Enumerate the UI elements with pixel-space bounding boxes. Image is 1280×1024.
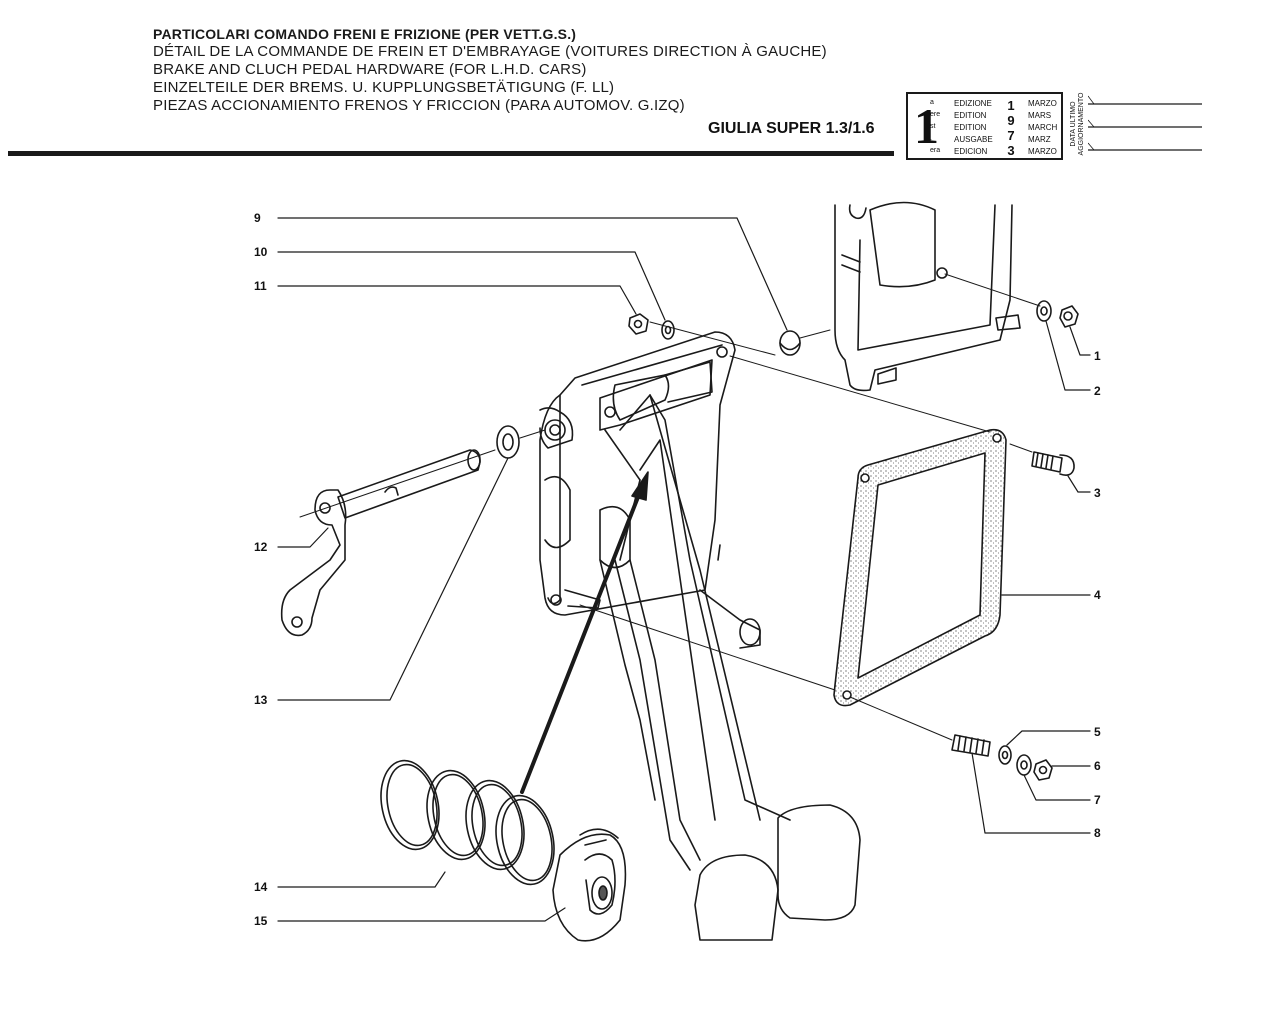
callout-12: 12 [254,540,268,554]
callout-14: 14 [254,880,268,894]
edition-suffix: ere [930,111,941,118]
nut-1 [1059,305,1079,328]
edition-month: MARCH [1028,123,1058,132]
edition-year: 1 9 7 3 [1004,98,1018,158]
edition-box: 1 a ere st . era EDIZIONE EDITION EDITIO… [906,92,1063,160]
edition-suffix: a [930,99,934,106]
callout-2: 2 [1094,384,1101,398]
springs-14 [380,759,555,886]
pedal-arms [599,394,791,871]
edition-suffix: era [930,147,941,154]
callout-7: 7 [1094,793,1101,807]
title-german: EINZELTEILE DER BREMS. U. KUPPLUNGSBETÄT… [153,79,615,96]
leader-lines [277,217,1091,922]
edition-month: MARS [1028,111,1052,120]
edition-month: MARZ [1028,135,1051,144]
firewall-bracket [834,201,1021,392]
header-rule [8,151,894,156]
edition-label: AUSGABE [954,135,993,144]
stud-top [877,367,897,385]
callout-6: 6 [1094,759,1101,773]
year-digit: 9 [1007,113,1015,128]
callout-5: 5 [1094,725,1101,739]
washer-13 [496,425,520,459]
title-spanish: PIEZAS ACCIONAMIENTO FRENOS Y FRICCION (… [153,97,685,114]
edition-label: EDICION [954,147,988,156]
edition-label: EDITION [954,111,987,120]
header-titles: PARTICOLARI COMANDO FRENI E FRIZIONE (PE… [153,25,827,115]
callout-4: 4 [1094,588,1101,602]
title-italian: PARTICOLARI COMANDO FRENI E FRIZIONE (PE… [153,26,577,42]
stud-8 [951,734,991,757]
shaft-lever-12 [280,449,481,637]
gasket-plate [833,428,1007,707]
edition-label: EDIZIONE [954,99,992,108]
assembly-lines [299,273,1041,741]
year-digit: 7 [1007,128,1015,143]
edition-number: 1 [914,98,939,154]
callout-10: 10 [254,245,268,259]
washer-7 [1016,754,1032,776]
edition-label: EDITION [954,123,987,132]
title-english: BRAKE AND CLUCH PEDAL HARDWARE (FOR L.H.… [153,61,587,78]
nut-6 [1033,759,1053,781]
year-digit: 3 [1007,143,1015,158]
assembly-arrow [520,471,649,794]
washer-10 [661,320,675,340]
update-lines [1088,95,1202,151]
callout-8: 8 [1094,826,1101,840]
edition-suffix: . [930,135,932,142]
callout-1: 1 [1094,349,1101,363]
washer-2 [1036,300,1052,322]
callout-11: 11 [254,279,267,293]
pedal-box-housing [539,331,761,649]
cap-9 [779,330,801,356]
callout-3: 3 [1094,486,1101,500]
bolt-3 [1031,451,1075,476]
washer-5 [998,745,1012,765]
title-french: DÉTAIL DE LA COMMANDE DE FREIN ET D'EMBR… [153,43,827,60]
pedal-pads [694,804,861,941]
year-digit: 1 [1007,98,1015,113]
nut-11 [628,313,649,335]
model-name: GIULIA SUPER 1.3/1.6 [708,120,875,137]
callout-15: 15 [254,914,268,928]
callout-13: 13 [254,693,268,707]
spring-cup-15 [552,828,627,942]
edition-month: MARZO [1028,147,1057,156]
callout-9: 9 [254,211,261,225]
edition-suffix: st [930,123,936,130]
edition-month: MARZO [1028,99,1057,108]
